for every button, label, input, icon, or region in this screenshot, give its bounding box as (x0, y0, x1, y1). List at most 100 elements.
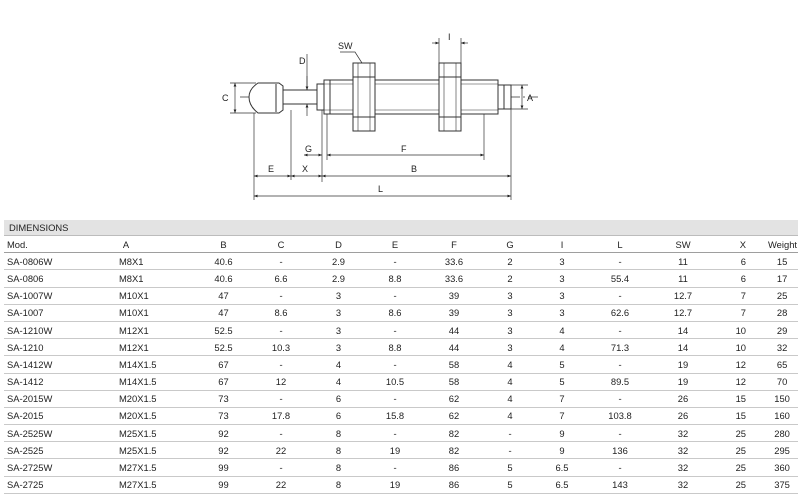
table-cell: 12 (714, 355, 766, 374)
table-cell: 5 (536, 355, 588, 374)
table-cell: - (588, 252, 652, 271)
table-cell: 47 (196, 287, 251, 305)
front-nut (352, 62, 376, 132)
table-cell: 71.3 (588, 338, 652, 357)
table-cell: 7 (536, 390, 588, 408)
table-cell: M20X1.5 (56, 407, 196, 426)
table-cell: 92 (196, 424, 251, 443)
technical-drawing: SW D I C A G F E X B L (222, 32, 540, 200)
table-cell: 29 (766, 321, 799, 340)
table-cell: 136 (588, 441, 652, 460)
table-cell: M10X1 (56, 287, 196, 305)
table-cell: - (251, 287, 311, 305)
table-cell: 7 (536, 407, 588, 426)
table-cell: 33.6 (424, 252, 484, 271)
table-cell: 10.3 (251, 338, 311, 357)
table-cell: - (588, 321, 652, 340)
table-cell: 3 (536, 304, 588, 322)
table-cell: 103.8 (588, 407, 652, 426)
table-cell: - (366, 458, 424, 477)
table-cell: 10 (714, 321, 766, 340)
table-cell: 4 (484, 355, 536, 374)
label-f: F (401, 144, 407, 154)
table-cell: 10 (714, 338, 766, 357)
table-cell: 8 (311, 441, 366, 460)
table-cell: 32 (766, 338, 799, 357)
table-cell: - (366, 390, 424, 408)
table-cell: 6.5 (536, 476, 588, 494)
table-cell: 4 (536, 338, 588, 357)
table-cell: 58 (424, 373, 484, 391)
column-header: A (56, 235, 196, 254)
table-cell: 19 (366, 441, 424, 460)
table-cell: 8.8 (366, 269, 424, 288)
table-cell: 9 (536, 424, 588, 443)
table-cell: 39 (424, 304, 484, 322)
table-cell: 25 (766, 287, 799, 305)
table-cell: 25 (714, 476, 766, 494)
table-cell: 143 (588, 476, 652, 494)
table-cell: - (251, 458, 311, 477)
table-cell: 39 (424, 287, 484, 305)
table-cell: 70 (766, 373, 799, 391)
table-cell: 99 (196, 476, 251, 494)
column-header: E (366, 235, 424, 254)
model-cell: SA-2015 (4, 407, 56, 426)
table-cell: 4 (484, 390, 536, 408)
table-cell: - (588, 424, 652, 443)
model-cell: SA-2725W (4, 458, 56, 477)
table-cell: - (251, 355, 311, 374)
table-cell: M10X1 (56, 304, 196, 322)
table-cell: - (251, 390, 311, 408)
table-cell: M14X1.5 (56, 355, 196, 374)
label-i: I (448, 32, 451, 42)
model-cell: SA-1412W (4, 355, 56, 374)
label-g: G (305, 144, 312, 154)
table-cell: - (366, 424, 424, 443)
table-cell: 28 (766, 304, 799, 322)
table-cell: 44 (424, 338, 484, 357)
table-cell: M14X1.5 (56, 373, 196, 391)
table-cell: 8.8 (366, 338, 424, 357)
table-cell: 5 (536, 373, 588, 391)
table-title: DIMENSIONS (4, 220, 799, 236)
table-cell: 2.9 (311, 252, 366, 271)
table-cell: 160 (766, 407, 799, 426)
table-cell: - (484, 441, 536, 460)
column-header: Mod. (4, 235, 56, 254)
table-cell: 19 (652, 373, 714, 391)
table-cell: 25 (714, 458, 766, 477)
model-cell: SA-1210W (4, 321, 56, 340)
table-cell: 82 (424, 424, 484, 443)
table-cell: 3 (536, 287, 588, 305)
model-cell: SA-1007W (4, 287, 56, 305)
table-cell: 7 (714, 287, 766, 305)
table-cell: - (588, 287, 652, 305)
table-cell: - (366, 355, 424, 374)
table-cell: 375 (766, 476, 799, 494)
table-cell: 17.8 (251, 407, 311, 426)
table-cell: 3 (484, 287, 536, 305)
table-cell: 8.6 (366, 304, 424, 322)
column-header: C (251, 235, 311, 254)
model-cell: SA-2525W (4, 424, 56, 443)
table-cell: 3 (311, 304, 366, 322)
table-cell: 3 (484, 338, 536, 357)
table-cell: 32 (652, 441, 714, 460)
table-cell: 12 (714, 373, 766, 391)
column-header: D (311, 235, 366, 254)
model-cell: SA-2725 (4, 476, 56, 494)
table-cell: - (251, 424, 311, 443)
table-cell: 9 (536, 441, 588, 460)
table-cell: 4 (484, 373, 536, 391)
table-cell: 12.7 (652, 287, 714, 305)
